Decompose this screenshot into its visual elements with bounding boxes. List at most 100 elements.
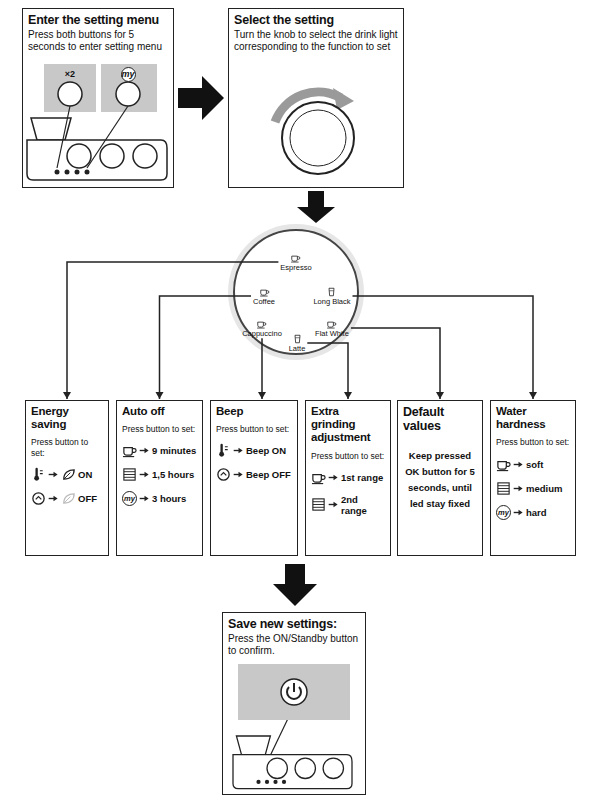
arrow-icon (139, 444, 150, 457)
setting-title: Beep (216, 405, 292, 418)
button-label: my (496, 505, 511, 520)
option-row: medium (496, 481, 570, 496)
option-text: Beep OFF (246, 469, 291, 480)
connector (156, 296, 252, 399)
option-row: OFF (31, 491, 103, 506)
option-text: OFF (78, 493, 97, 504)
leafpale-icon (61, 491, 76, 506)
flow-arrow (273, 564, 317, 606)
arrow-icon (48, 468, 59, 481)
grid-icon (311, 497, 326, 512)
cup-icon (122, 443, 137, 458)
drink-name: Flat White (315, 330, 349, 338)
arrow-icon (328, 471, 339, 484)
connector (351, 328, 444, 399)
arrow-icon (328, 498, 339, 511)
connector (307, 343, 352, 399)
machine-figure (233, 736, 352, 789)
setting-box: Energy savingPress button to set:ONOFF (25, 400, 109, 556)
arrow-icon (233, 444, 244, 457)
option-text: 1st range (341, 472, 383, 483)
setting-box: Water hardnessPress button to set: soft me… (490, 400, 576, 556)
setting-title: Energy saving (31, 405, 103, 431)
arrow-icon (48, 492, 59, 505)
option-row: Beep OFF (216, 467, 292, 482)
cycle-icon (216, 467, 231, 482)
drink-light: Long Black (313, 287, 350, 306)
drink-selector-dial (228, 224, 364, 360)
button-label: my (122, 491, 137, 506)
arrow-icon (233, 468, 244, 481)
step-title: Enter the setting menu (28, 13, 168, 27)
tall-icon (292, 334, 303, 344)
cup-icon (290, 253, 301, 263)
drink-name: Cappuccino (242, 330, 282, 338)
arrow-icon (513, 506, 524, 519)
option-row: 2nd range (311, 494, 385, 516)
arrow-icon (513, 482, 524, 495)
drink-dial: EspressoCoffee Long BlackCappuccino Flat W… (228, 224, 364, 360)
connector (258, 338, 266, 399)
setting-title: Extra grinding adjustment (311, 405, 385, 445)
button-label: ×2 (65, 69, 75, 79)
therm-icon (31, 467, 46, 482)
connector (353, 296, 538, 399)
drink-name: Espresso (280, 264, 311, 272)
cup-icon (496, 457, 511, 472)
setting-title: Water hardness (496, 405, 570, 431)
drink-light: Cappuccino (242, 319, 282, 338)
option-row: Beep ON (216, 443, 292, 458)
option-row: 9 minutes (122, 443, 197, 458)
option-text: soft (526, 459, 543, 470)
step-box: Enter the setting menuPress both buttons… (22, 8, 174, 188)
cycle-icon (31, 491, 46, 506)
step-title: Save new settings: (228, 617, 360, 631)
option-text: hard (526, 507, 547, 518)
step-box: Select the settingTurn the knob to selec… (228, 8, 404, 188)
cup-icon (311, 470, 326, 485)
instruction-text: Press button to set: (496, 437, 570, 447)
setting-box: BeepPress button to set: Beep ON Beep OFF (210, 400, 298, 556)
option-text: Beep ON (246, 445, 286, 456)
option-row: my hard (496, 505, 570, 520)
step-text: Press both buttons for 5 seconds to ente… (28, 29, 168, 53)
instruction-text: Press button to set: (311, 451, 385, 461)
step-title: Select the setting (234, 13, 398, 27)
button-panels (44, 64, 157, 112)
option-text: 3 hours (152, 493, 186, 504)
setting-box: Auto offPress button to set: 9 minutes 1,5… (116, 400, 203, 556)
instruction-text: Press button to set: (216, 424, 292, 434)
option-text: medium (526, 483, 562, 494)
power-panel (238, 664, 350, 720)
drink-light: Espresso (280, 253, 311, 272)
drink-light: Coffee (253, 287, 275, 306)
setting-title: Auto off (122, 405, 197, 418)
connector (178, 76, 224, 120)
grid-icon (496, 481, 511, 496)
option-row: soft (496, 457, 570, 472)
setting-box: Extra grinding adjustmentPress button to… (305, 400, 391, 556)
option-row: 1,5 hours (122, 467, 197, 482)
connector (297, 191, 335, 223)
step-text: Turn the knob to select the drink light … (234, 29, 398, 53)
option-text: 1,5 hours (152, 469, 194, 480)
knob-figure (275, 88, 354, 174)
instruction-text: Press button to set: (122, 424, 197, 434)
machine-figure (27, 118, 167, 180)
arrow-icon (139, 492, 150, 505)
tall-icon (326, 287, 337, 297)
cup-icon (326, 319, 337, 329)
drink-name: Long Black (313, 298, 350, 306)
setting-box: Default valuesKeep pressed OK button for… (397, 400, 483, 556)
option-text: 9 minutes (152, 445, 196, 456)
drink-name: Coffee (253, 298, 275, 306)
leaf-icon (61, 467, 76, 482)
drink-light: Latte (289, 334, 306, 353)
step-title: Default values (403, 405, 477, 434)
arrow-icon (139, 468, 150, 481)
instruction-text: Press button to set: (31, 437, 103, 457)
button-label: my (121, 67, 136, 82)
step-text: Press the ON/Standby button to confirm. (228, 633, 360, 657)
cup-icon (256, 319, 267, 329)
drink-light: Flat White (315, 319, 349, 338)
